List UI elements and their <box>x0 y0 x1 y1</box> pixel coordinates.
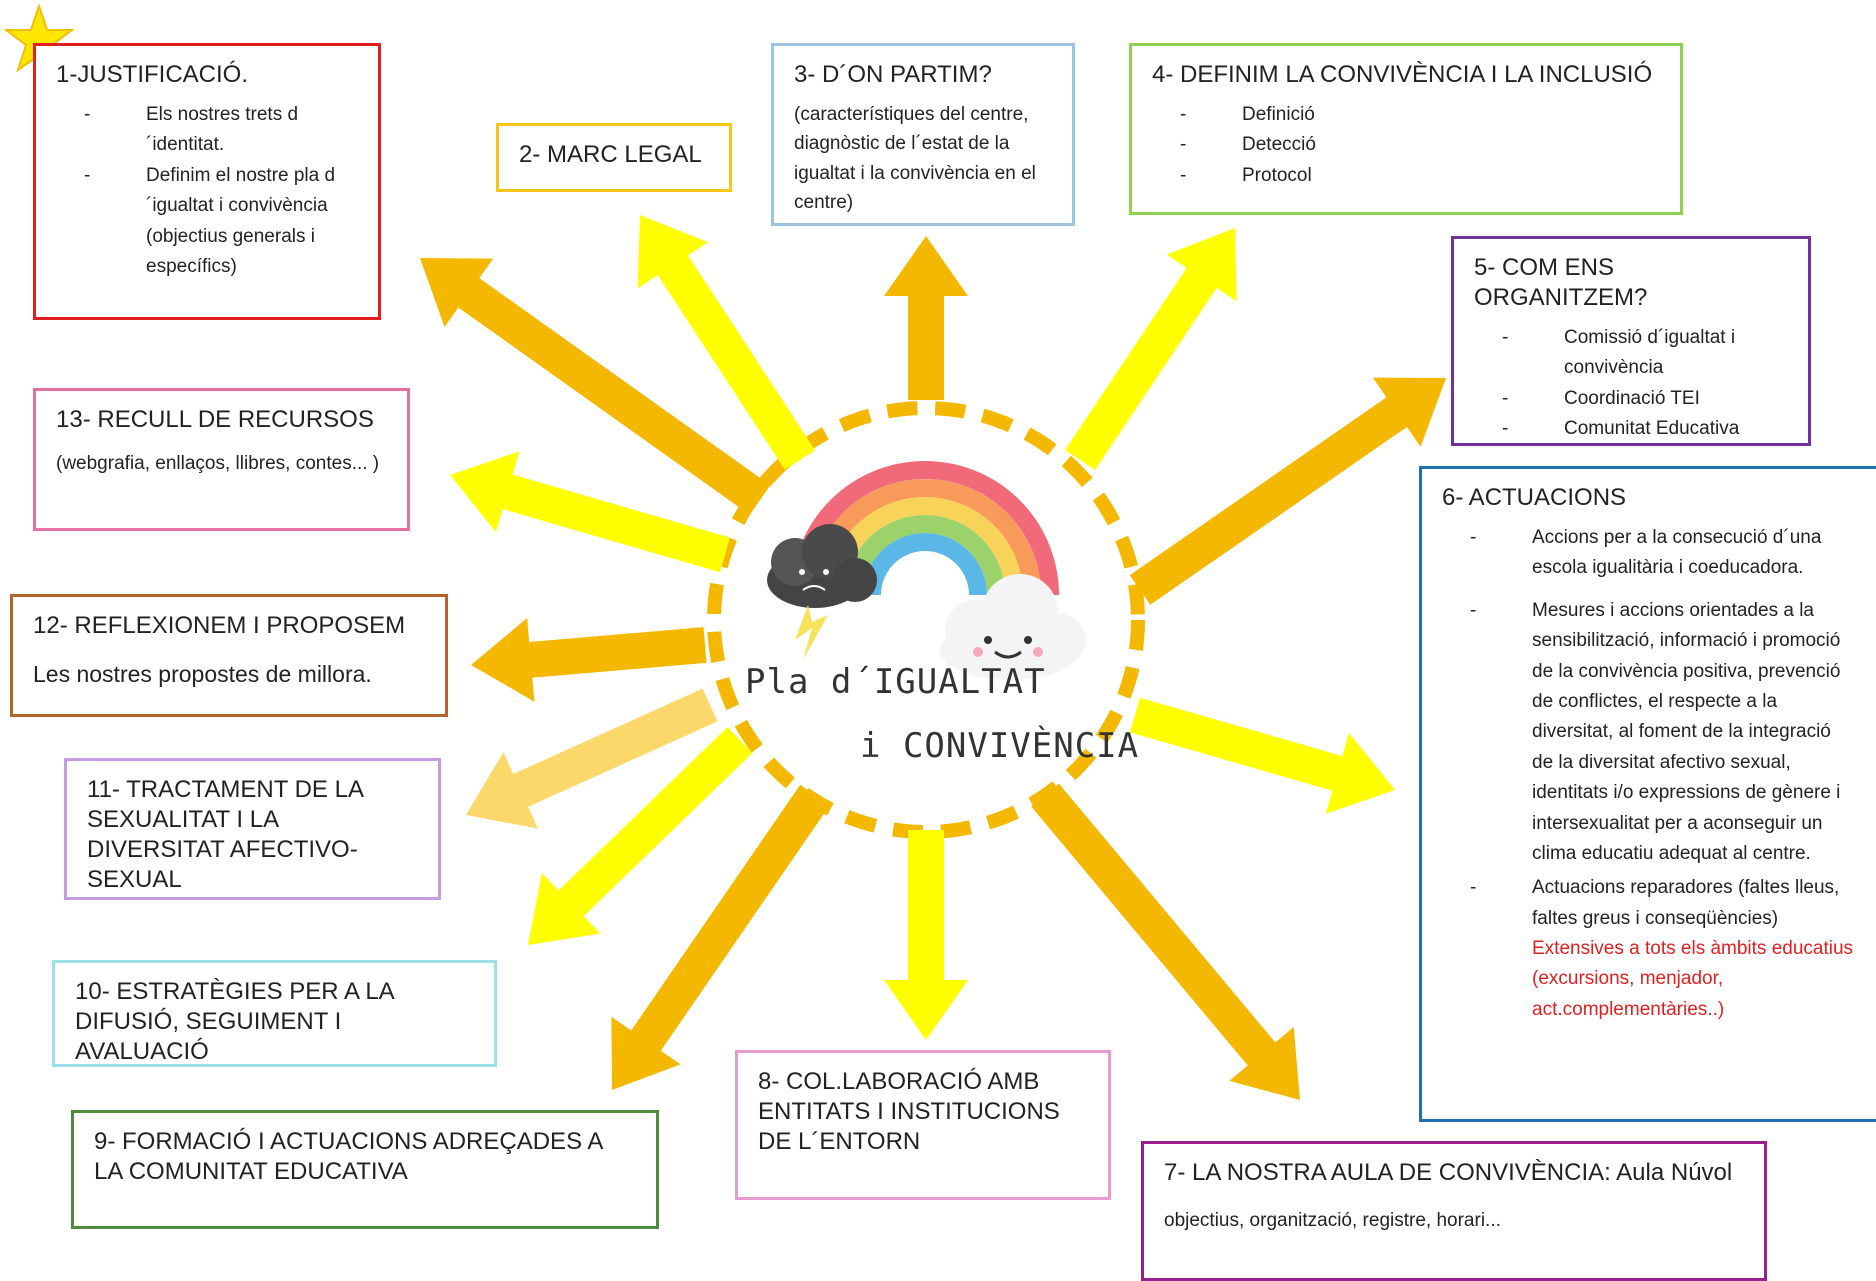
box-body: Les nostres propostes de millora. <box>33 661 372 687</box>
box-title: 5- COM ENS ORGANITZEM? <box>1474 254 1648 311</box>
box-title: 10- ESTRATÈGIES PER A LA DIFUSIÓ, SEGUIM… <box>75 978 394 1065</box>
box-body: (webgrafia, enllaços, llibres, contes...… <box>56 453 380 474</box>
box-title: 13- RECULL DE RECURSOS <box>56 406 374 433</box>
box-tractament-sexualitat: 11- TRACTAMENT DE LA SEXUALITAT I LA DIV… <box>64 758 441 900</box>
box-col-laboracio: 8- COL.LABORACIÓ AMB ENTITATS I INSTITUC… <box>735 1050 1111 1200</box>
list-item: Actuacions reparadores (faltes lleus, fa… <box>1470 873 1856 1025</box>
center-title-line2: i CONVIVÈNCIA <box>860 726 1140 766</box>
box-title: 3- D´ON PARTIM? <box>794 61 992 88</box>
list-item: Mesures i accions orientades a la sensib… <box>1470 596 1856 870</box>
arrow-to-don-partim <box>884 236 968 400</box>
box-title: 6- ACTUACIONS <box>1442 484 1627 511</box>
center-dashed-ring <box>707 401 1145 839</box>
arrow-to-estrategies <box>528 727 753 945</box>
arrow-to-col-laboracio <box>884 830 968 1040</box>
box-actuacions: 6- ACTUACIONS Accions per a la consecuci… <box>1419 466 1876 1122</box>
arrow-to-recursos <box>450 451 730 573</box>
arrow-to-actuacions <box>1130 697 1395 814</box>
box-title: 12- REFLEXIONEM I PROPOSEM <box>33 612 406 639</box>
arrow-to-formacio <box>611 784 830 1090</box>
box-formacio: 9- FORMACIÓ I ACTUACIONS ADREÇADES A LA … <box>71 1110 659 1229</box>
list-item: Els nostres trets d´identitat. <box>84 100 358 161</box>
box-title: 11- TRACTAMENT DE LA SEXUALITAT I LA DIV… <box>87 776 363 893</box>
arrow-to-organitzem <box>1129 377 1446 605</box>
box-estrategies: 10- ESTRATÈGIES PER A LA DIFUSIÓ, SEGUIM… <box>52 960 497 1067</box>
arrow-to-definim <box>1065 228 1237 470</box>
arrow-to-justificacio <box>420 258 771 515</box>
box-title: 7- LA NOSTRA AULA DE CONVIVÈNCIA: Aula N… <box>1164 1159 1733 1186</box>
list-item: Definició <box>1180 100 1660 131</box>
box-com-ens-organitzem: 5- COM ENS ORGANITZEM? Comissió d´igualt… <box>1451 236 1811 446</box>
list-item: Definim el nostre pla d´igualtat i convi… <box>84 161 358 283</box>
box-definim-convivencia: 4- DEFINIM LA CONVIVÈNCIA I LA INCLUSIÓ … <box>1129 43 1683 215</box>
list-item: Protocol <box>1180 161 1660 192</box>
happy-cloud-icon <box>940 574 1086 680</box>
red-note: Extensives a tots els àmbits educatius (… <box>1532 938 1854 1020</box>
list-item: Comunitat Educativa <box>1502 414 1788 445</box>
diagram-canvas <box>420 215 1446 1100</box>
box-marc-legal: 2- MARC LEGAL <box>496 123 732 192</box>
list-item: Accions per a la consecució d´una escola… <box>1470 523 1856 584</box>
arrow-to-tractament <box>466 688 718 829</box>
storm-cloud-icon <box>767 524 877 660</box>
arrow-to-marc-legal <box>637 215 816 470</box>
box-title: 8- COL.LABORACIÓ AMB ENTITATS I INSTITUC… <box>758 1068 1060 1155</box>
box-reflexionem: 12- REFLEXIONEM I PROPOSEM Les nostres p… <box>10 594 448 717</box>
box-title: 1-JUSTIFICACIÓ. <box>56 61 249 88</box>
box-recull-recursos: 13- RECULL DE RECURSOS (webgrafia, enlla… <box>33 388 410 531</box>
arrow-to-aula <box>1031 783 1300 1100</box>
box-body: objectius, organització, registre, horar… <box>1164 1210 1501 1231</box>
box-body: (característiques del centre, diagnòstic… <box>794 104 1036 214</box>
list-item: Detecció <box>1180 130 1660 161</box>
center-title-line1: Pla d´IGUALTAT <box>745 662 1046 702</box>
box-title: 2- MARC LEGAL <box>519 141 702 168</box>
list-item-text: Actuacions reparadores (faltes lleus, fa… <box>1532 877 1840 929</box>
box-aula-convivencia: 7- LA NOSTRA AULA DE CONVIVÈNCIA: Aula N… <box>1141 1141 1767 1281</box>
box-title: 9- FORMACIÓ I ACTUACIONS ADREÇADES A LA … <box>94 1128 603 1185</box>
list-item: Comissió d´igualtat i convivència <box>1502 323 1788 384</box>
list-item: Coordinació TEI <box>1502 384 1788 415</box>
box-justificacio: 1-JUSTIFICACIÓ. Els nostres trets d´iden… <box>33 43 381 320</box>
arrow-to-reflexionem <box>471 618 707 702</box>
box-don-partim: 3- D´ON PARTIM? (característiques del ce… <box>771 43 1075 226</box>
box-title: 4- DEFINIM LA CONVIVÈNCIA I LA INCLUSIÓ <box>1152 61 1653 88</box>
